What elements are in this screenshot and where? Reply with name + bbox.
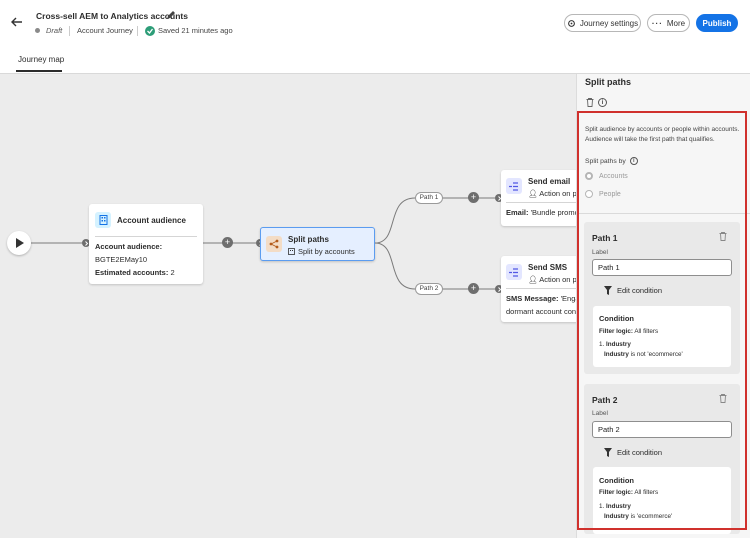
divider bbox=[506, 288, 576, 289]
person-icon: 👤︎ bbox=[528, 275, 538, 284]
account-audience-node[interactable]: Account audience Account audience: BGTE2… bbox=[89, 204, 203, 284]
sms-detail-line2: dormant account con bbox=[506, 307, 576, 316]
saved-status: Saved 21 minutes ago bbox=[158, 26, 233, 35]
action-icon bbox=[506, 264, 522, 280]
status-dot bbox=[35, 28, 40, 33]
condition-rule: Industry is 'ecommerce' bbox=[604, 513, 673, 520]
ellipsis-icon: ··· bbox=[651, 18, 663, 28]
info-icon[interactable]: i bbox=[598, 98, 607, 107]
building-small-icon bbox=[288, 248, 295, 255]
highlight-box bbox=[577, 111, 747, 530]
edit-pencil-icon[interactable] bbox=[166, 10, 176, 20]
path-card-title: Path 1 bbox=[592, 233, 618, 243]
path-2-label[interactable]: Path 2 bbox=[415, 283, 443, 295]
path-card-1: Path 1 Label Path 1 Edit condition Condi… bbox=[584, 222, 740, 374]
node-subtitle: 👤︎ Action on p bbox=[528, 189, 576, 198]
trash-icon[interactable] bbox=[718, 232, 727, 241]
condition-rule: Industry is not 'ecommerce' bbox=[604, 351, 683, 358]
radio-people[interactable]: People bbox=[585, 190, 621, 198]
edit-condition-button[interactable]: Edit condition bbox=[604, 448, 662, 457]
status-text: Draft bbox=[46, 26, 63, 35]
split-icon bbox=[266, 236, 282, 252]
audience-label: Account audience: bbox=[95, 242, 163, 251]
filter-logic: Filter logic: All filters bbox=[599, 489, 659, 496]
radio-empty-icon bbox=[585, 190, 593, 198]
path-label-input[interactable]: Path 1 bbox=[592, 259, 732, 276]
node-title: Send email bbox=[528, 177, 571, 186]
condition-title: Condition bbox=[599, 476, 634, 485]
condition-box: Condition Filter logic: All filters 1. I… bbox=[593, 467, 731, 534]
check-circle-icon bbox=[145, 26, 155, 36]
email-detail: Email: 'Bundle promo bbox=[506, 208, 576, 217]
condition-box: Condition Filter logic: All filters 1. I… bbox=[593, 306, 731, 367]
sms-detail: SMS Message: 'Engag bbox=[506, 294, 576, 303]
tab-underline bbox=[16, 70, 62, 72]
condition-item: 1. Industry bbox=[599, 503, 631, 510]
condition-item: 1. Industry bbox=[599, 341, 631, 348]
field-label: Label bbox=[592, 249, 608, 256]
radio-selected-icon bbox=[585, 172, 593, 180]
panel-title: Split paths bbox=[585, 77, 632, 87]
journey-title: Cross-sell AEM to Analytics accounts bbox=[36, 11, 188, 21]
path-card-2: Path 2 Label Path 2 Edit condition Condi… bbox=[584, 384, 740, 534]
filter-icon bbox=[604, 448, 612, 457]
condition-title: Condition bbox=[599, 314, 634, 323]
node-subtitle: Split by accounts bbox=[288, 247, 355, 256]
node-subtitle: 👤︎ Action on p bbox=[528, 275, 576, 284]
audience-value: BGTE2EMay10 bbox=[95, 255, 148, 264]
send-email-node[interactable]: Send email 👤︎ Action on p Email: 'Bundle… bbox=[501, 170, 576, 226]
path-card-title: Path 2 bbox=[592, 395, 618, 405]
estimated-accounts: Estimated accounts: 2 bbox=[95, 268, 175, 277]
more-button[interactable]: ··· More bbox=[647, 14, 690, 32]
person-icon: 👤︎ bbox=[528, 189, 538, 198]
publish-label: Publish bbox=[702, 18, 732, 28]
split-by-label: Split paths by i bbox=[585, 157, 638, 165]
chevron-right-icon bbox=[495, 194, 503, 202]
filter-logic: Filter logic: All filters bbox=[599, 328, 659, 335]
journey-canvas[interactable]: Account audience Account audience: BGTE2… bbox=[0, 74, 576, 538]
filter-icon bbox=[604, 286, 612, 295]
trash-icon[interactable] bbox=[718, 394, 727, 403]
divider bbox=[506, 202, 576, 203]
split-paths-node[interactable]: Split paths Split by accounts bbox=[260, 227, 375, 261]
field-label: Label bbox=[592, 410, 608, 417]
back-arrow-icon[interactable] bbox=[10, 15, 24, 29]
edit-condition-button[interactable]: Edit condition bbox=[604, 286, 662, 295]
info-icon[interactable]: i bbox=[629, 157, 638, 165]
add-node-button[interactable]: + bbox=[468, 283, 479, 294]
panel-description: Split audience by accounts or people wit… bbox=[585, 126, 740, 143]
node-title: Send SMS bbox=[528, 263, 568, 272]
node-title: Split paths bbox=[288, 235, 329, 244]
gear-icon bbox=[567, 19, 576, 28]
journey-type: Account Journey bbox=[77, 26, 133, 35]
more-label: More bbox=[666, 18, 686, 28]
app-header: Cross-sell AEM to Analytics accounts Dra… bbox=[0, 0, 750, 74]
chevron-right-icon bbox=[495, 285, 503, 293]
start-play-icon[interactable] bbox=[7, 231, 31, 255]
radio-accounts[interactable]: Accounts bbox=[585, 172, 628, 180]
path-label-input[interactable]: Path 2 bbox=[592, 421, 732, 438]
add-node-button[interactable]: + bbox=[222, 237, 233, 248]
path-1-label[interactable]: Path 1 bbox=[415, 192, 443, 204]
tab-journey-map[interactable]: Journey map bbox=[18, 55, 65, 64]
divider bbox=[137, 26, 138, 36]
journey-settings-button[interactable]: Journey settings bbox=[564, 14, 641, 32]
chevron-right-icon bbox=[82, 239, 90, 247]
divider bbox=[69, 26, 70, 36]
journey-settings-label: Journey settings bbox=[579, 18, 639, 28]
trash-icon[interactable] bbox=[585, 98, 594, 107]
node-title: Account audience bbox=[117, 216, 186, 225]
divider bbox=[95, 236, 197, 237]
add-node-button[interactable]: + bbox=[468, 192, 479, 203]
building-icon bbox=[95, 212, 111, 228]
action-icon bbox=[506, 178, 522, 194]
divider bbox=[577, 213, 750, 214]
publish-button[interactable]: Publish bbox=[696, 14, 738, 32]
send-sms-node[interactable]: Send SMS 👤︎ Action on p SMS Message: 'En… bbox=[501, 256, 576, 322]
connector-lines bbox=[30, 197, 500, 290]
